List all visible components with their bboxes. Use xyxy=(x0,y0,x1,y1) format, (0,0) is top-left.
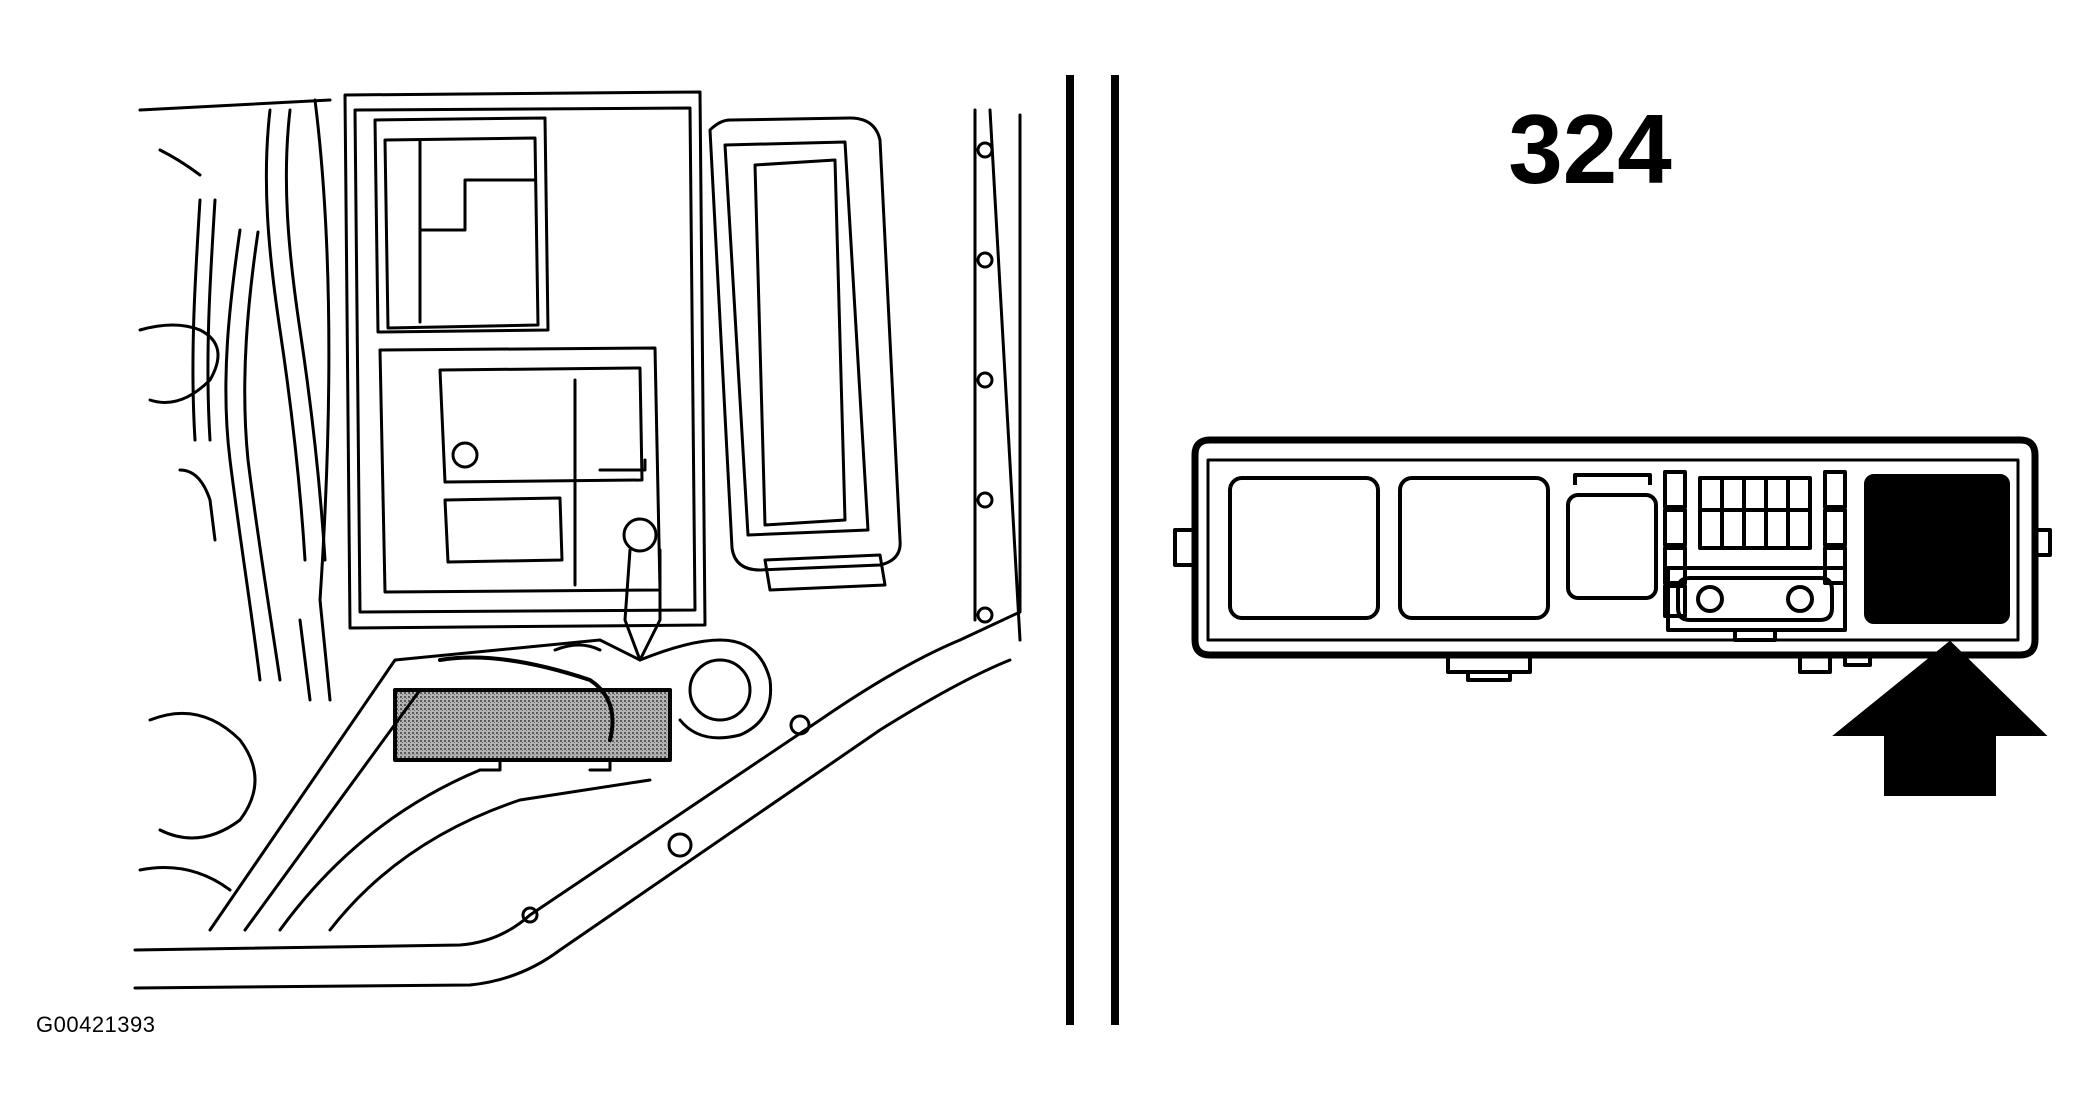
bottom-clip xyxy=(1446,655,1532,674)
engine-compartment-view xyxy=(133,90,1022,990)
relay-1 xyxy=(1228,476,1380,620)
body-flange xyxy=(988,108,1022,642)
battery xyxy=(373,116,662,594)
maxi-fuse xyxy=(1666,566,1847,642)
fuse-block-detail xyxy=(1173,436,2052,682)
figure-id-label: G00421393 xyxy=(36,1012,156,1037)
highlighted-fuse-component xyxy=(1864,474,2010,624)
mini-fuse-column xyxy=(1663,470,1847,618)
right-mounting-tab xyxy=(2035,528,2052,557)
support-bracket xyxy=(208,638,642,932)
fender-outline xyxy=(133,113,1022,952)
fuse-block-housing xyxy=(1191,436,2039,659)
up-arrow-icon xyxy=(1832,640,2048,796)
fender-inner-edge xyxy=(133,658,1012,990)
bottom-clip xyxy=(1843,655,1872,667)
panel-divider xyxy=(1066,75,1119,1025)
relay-2 xyxy=(1398,476,1550,620)
relay-3 xyxy=(1566,493,1658,600)
underhood-cover xyxy=(708,116,902,592)
blade-fuse-cluster xyxy=(1698,476,1812,550)
battery-tray xyxy=(353,106,697,614)
component-number-label: 324 xyxy=(1508,94,1672,204)
wiring-harness xyxy=(138,98,332,892)
underhood-fuse-block xyxy=(393,688,672,762)
left-mounting-tab xyxy=(1173,528,1195,567)
bottom-clip xyxy=(1798,655,1832,674)
